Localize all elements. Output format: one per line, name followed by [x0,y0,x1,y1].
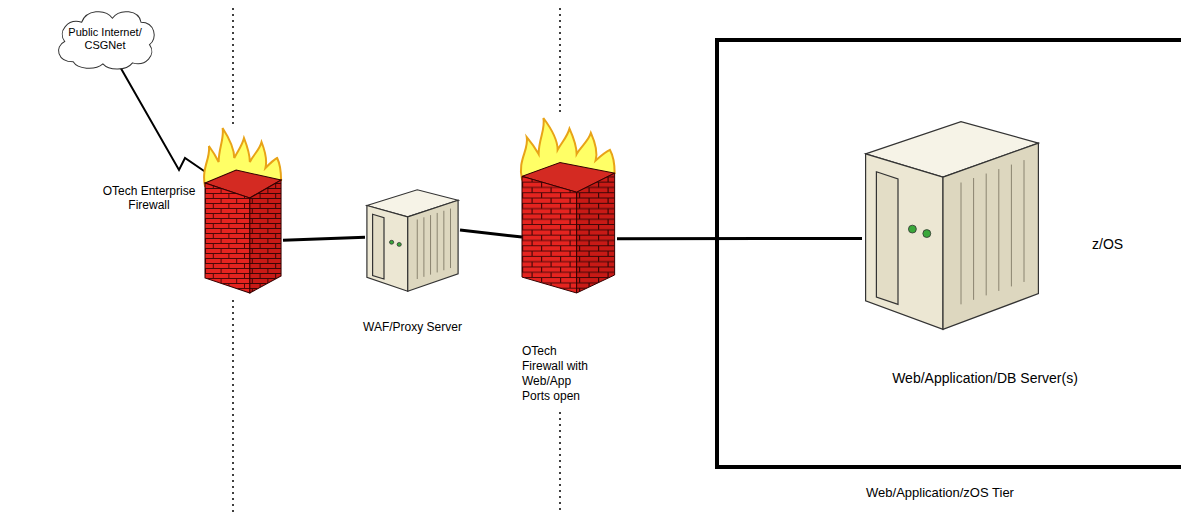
firewall-node: OTech Firewall with Web/App Ports open [522,118,617,293]
firewall-node: OTech Enterprise Firewall [205,128,283,293]
server-icon [365,188,460,293]
wall-front [522,176,577,293]
firewall-label: OTech Enterprise Firewall [95,184,203,213]
wall-side [577,173,615,293]
server-label: Web/Application/DB Server(s) [892,370,1078,387]
network-link [283,237,365,240]
lightning-link [118,63,207,173]
vent-slats [417,209,450,279]
os-label: z/OS [1092,236,1123,253]
firewall-icon [522,118,617,293]
status-light [908,225,916,233]
mainframe-server-node: z/OSWeb/Application/DB Server(s) [862,118,1042,333]
wall-front [205,183,250,293]
proxy-server-node: WAF/Proxy Server [365,188,460,293]
server-label: WAF/Proxy Server [363,320,462,334]
vent-slats [961,160,1024,304]
cloud-outline [59,12,155,69]
server-icon [862,118,1042,333]
server-body [367,190,458,292]
network-link [460,230,522,237]
network-link [617,237,862,240]
status-light [923,230,931,238]
server-body [866,122,1039,330]
cloud-node: Public Internet/ CSGNet [52,6,158,72]
status-light [390,240,394,244]
tier-label: Web/Application/zOS Tier [866,485,1014,501]
firewall-label: OTech Firewall with Web/App Ports open [522,344,600,404]
status-light [397,243,401,247]
cloud-label: Public Internet/ CSGNet [63,26,147,52]
firewall-icon [205,128,283,293]
tier-box: Web/Application/zOS Tierz/OSWeb/Applicat… [715,38,1181,469]
dotted-divider [233,8,560,512]
wall-side [250,180,281,293]
